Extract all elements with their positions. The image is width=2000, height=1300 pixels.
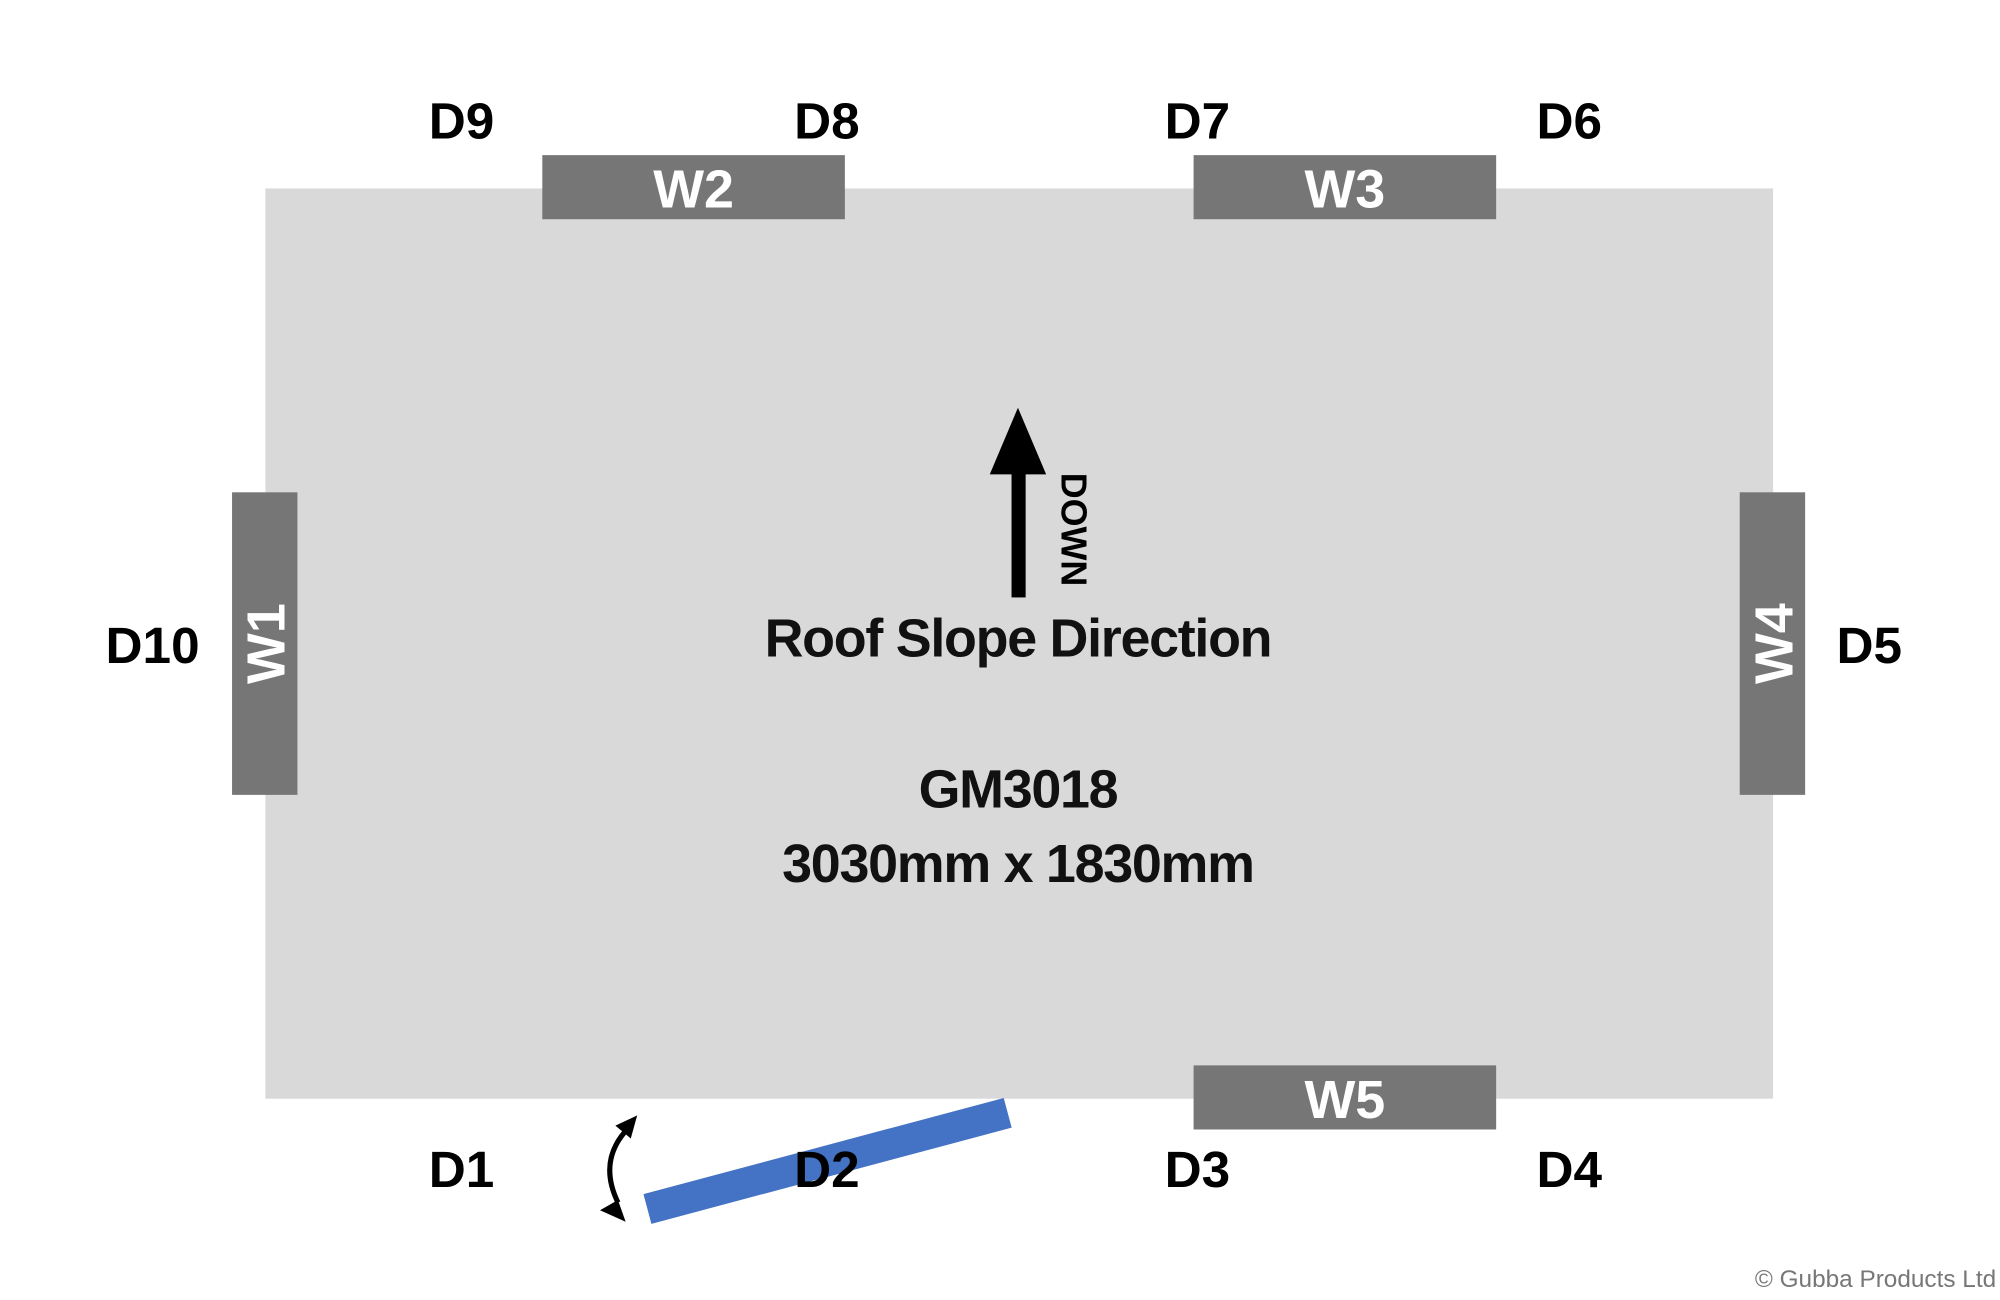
window-w3: W3	[1193, 155, 1497, 220]
door-label-d8: D8	[794, 92, 860, 149]
door-label-d4: D4	[1536, 1141, 1602, 1198]
door-label-d5: D5	[1836, 617, 1902, 674]
slope-arrow-icon	[989, 407, 1047, 598]
copyright: © Gubba Products Ltd	[1755, 1266, 1996, 1293]
window-label: W5	[1304, 1070, 1385, 1130]
building-base	[265, 188, 1774, 1099]
model-code: GM3018	[919, 760, 1118, 820]
door-label-d9: D9	[429, 92, 495, 149]
window-w4: W4	[1739, 492, 1806, 795]
window-w1: W1	[232, 492, 298, 795]
door-label-d6: D6	[1536, 92, 1602, 149]
slope-direction-label: DOWN	[1054, 473, 1094, 587]
window-label: W4	[1744, 603, 1804, 684]
window-label: W1	[237, 603, 297, 684]
window-label: W3	[1304, 160, 1385, 220]
door-label-d7: D7	[1165, 92, 1231, 149]
door-label-d1: D1	[429, 1141, 495, 1198]
door-label-d2: D2	[794, 1141, 860, 1198]
door-label-d3: D3	[1165, 1141, 1231, 1198]
door-swing-arrow-icon	[600, 1115, 638, 1222]
window-w5: W5	[1193, 1065, 1497, 1130]
window-label: W2	[653, 160, 734, 220]
model-size: 3030mm x 1830mm	[782, 834, 1254, 894]
slope-title: Roof Slope Direction	[765, 608, 1272, 668]
door-d2-swing-panel	[643, 1097, 1012, 1224]
window-w2: W2	[542, 155, 845, 220]
door-label-d10: D10	[106, 617, 200, 674]
